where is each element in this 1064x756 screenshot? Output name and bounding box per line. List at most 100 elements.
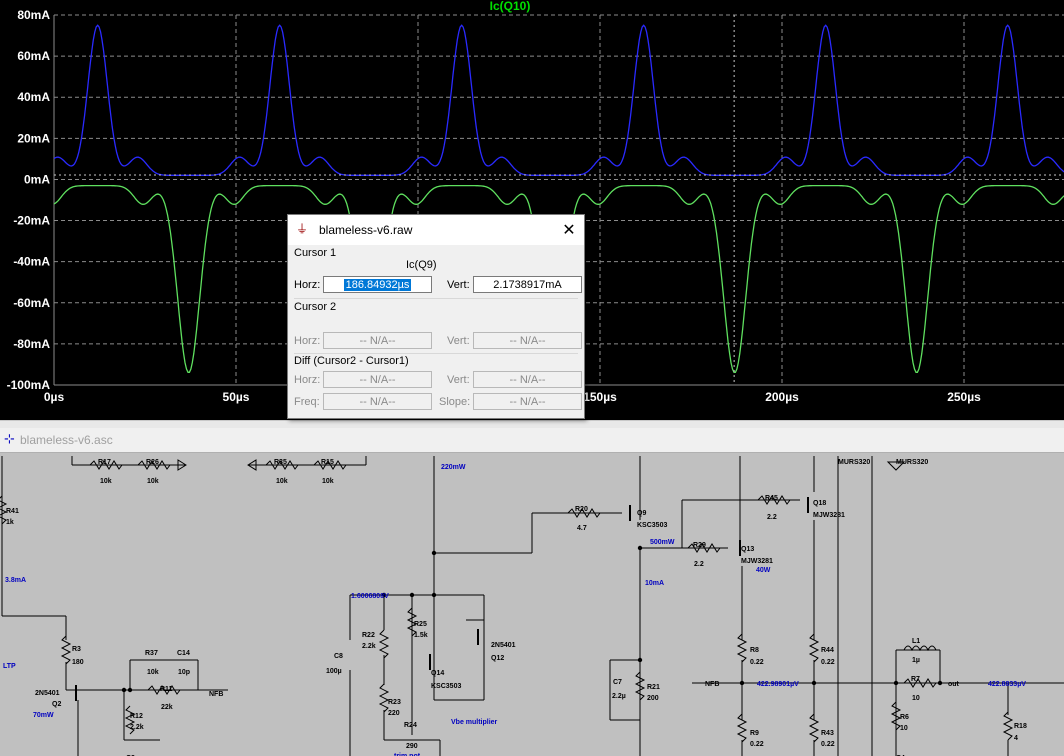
ground-symbol (886, 461, 906, 471)
x-tick-label: 200µs (765, 390, 799, 404)
schematic-label: R35 (274, 459, 287, 466)
diff-horz-field[interactable]: -- N/A-- (323, 371, 432, 388)
pane-splitter[interactable] (0, 420, 1064, 429)
schematic-label: KSC3503 (431, 683, 461, 690)
junction-dot (637, 545, 643, 551)
schematic-label: Q9 (637, 510, 646, 517)
schematic-label: C14 (177, 650, 190, 657)
schematic-label: NFB (705, 681, 719, 688)
x-tick-label: 250µs (947, 390, 981, 404)
schematic-label: MJW3281 (813, 512, 845, 519)
resistor-symbol (89, 460, 123, 470)
junction-dot (409, 592, 415, 598)
diff-vert-field[interactable]: -- N/A-- (473, 371, 582, 388)
schematic-window-title: blameless-v6.asc (20, 433, 113, 447)
series-line-blue (53, 24, 1064, 176)
schematic-label: R24 (404, 722, 417, 729)
schematic-label: 2.2k (362, 643, 376, 650)
schematic-label: R25 (414, 621, 427, 628)
schematic-label: R29 (693, 542, 706, 549)
schematic-label: 10p (178, 669, 190, 676)
schematic-label: 1k (6, 519, 14, 526)
schematic-label: R41 (6, 508, 19, 515)
y-tick-label: 0mA (24, 172, 50, 186)
schematic-label: out (948, 681, 960, 688)
resistor-symbol (634, 671, 646, 701)
schematic-label: MJW3281 (741, 558, 773, 565)
junction-dot (431, 592, 437, 598)
schematic-label: R18 (1014, 723, 1027, 730)
schematic-label: R11 (160, 686, 173, 693)
schematic-label: 220 (388, 710, 400, 717)
resistor-symbol (406, 607, 418, 637)
cursor1-horz-field[interactable]: 186.84932µs (323, 276, 432, 293)
schematic-drawing[interactable]: R1710kR2610kR3510kR1510k220mWR411k3.8mAR… (0, 453, 1064, 756)
cursor1-vert-field[interactable]: 2.1738917mA (473, 276, 582, 293)
schematic-label: R45 (765, 495, 778, 502)
cursor-dialog[interactable]: ⏚ blameless-v6.raw ✕ Cursor 1 Ic(Q9) Hor… (287, 214, 585, 419)
junction-dot (937, 680, 943, 686)
schematic-label: 200 (647, 695, 659, 702)
schematic-label: 290 (406, 743, 418, 750)
ltspice-icon: ⏚ (296, 222, 309, 236)
y-tick-label: 80mA (17, 8, 50, 22)
resistor-symbol (567, 508, 601, 518)
schematic-label: Q14 (431, 670, 444, 677)
diff-group-label: Diff (Cursor2 - Cursor1) (294, 355, 409, 367)
schematic-label: 10k (322, 478, 334, 485)
schematic-label: 4.7 (577, 525, 587, 532)
diff-freq-field[interactable]: -- N/A-- (323, 393, 432, 410)
schematic-label: Q18 (813, 500, 826, 507)
schematic-label: R3 (72, 646, 81, 653)
schematic-label: 22k (161, 704, 173, 711)
schematic-label: 0.22 (821, 659, 835, 666)
cursor2-vert-field[interactable]: -- N/A-- (473, 332, 582, 349)
resistor-symbol (378, 683, 390, 713)
cursor2-horz-field[interactable]: -- N/A-- (323, 332, 432, 349)
schematic-label: Q2 (52, 701, 61, 708)
resistor-symbol (808, 633, 820, 663)
schematic-label: R43 (821, 730, 834, 737)
x-tick-label: 0µs (44, 390, 65, 404)
port-arrow (247, 459, 257, 471)
y-tick-label: 40mA (17, 90, 50, 104)
schematic-window-titlebar[interactable]: ⊹ blameless-v6.asc (0, 428, 1064, 453)
schematic-label: 2.2 (767, 514, 777, 521)
junction-dot (637, 657, 643, 663)
schematic-label: R7 (911, 676, 920, 683)
schematic-label: KSC3503 (637, 522, 667, 529)
schematic-label: 40W (756, 567, 771, 574)
resistor-symbol (736, 633, 748, 663)
diff-slope-field[interactable]: -- N/A-- (473, 393, 582, 410)
schematic-label: R15 (321, 459, 334, 466)
cursor1-trace-name: Ic(Q9) (406, 259, 437, 271)
y-tick-label: -40mA (13, 255, 50, 269)
close-button[interactable]: ✕ (562, 220, 576, 239)
inductor-symbol (903, 645, 937, 652)
junction-dot (811, 680, 817, 686)
junction-dot (893, 680, 899, 686)
junction-dot (739, 680, 745, 686)
schematic-label: Vbe multiplier (451, 719, 498, 726)
schematic-label: 1µ (912, 657, 920, 664)
schematic-label: MURS320 (896, 459, 928, 466)
schematic-label: R22 (362, 632, 375, 639)
diff-slope-label: Slope: (439, 396, 471, 408)
resistor-symbol (757, 495, 791, 505)
schematic-label: 10k (147, 669, 159, 676)
schematic-label: 10k (276, 478, 288, 485)
schematic-label: 500mW (650, 539, 675, 546)
schematic-label: 2N5401 (35, 690, 60, 697)
schematic-label: 10mA (645, 580, 664, 587)
schematic-label: R23 (388, 699, 401, 706)
resistor-symbol (378, 629, 390, 659)
junction-dot (431, 550, 437, 556)
dialog-titlebar[interactable]: ⏚ blameless-v6.raw ✕ (288, 215, 584, 245)
schematic-label: Q13 (741, 546, 754, 553)
schematic-label: 10k (147, 478, 159, 485)
resistor-symbol (265, 460, 299, 470)
y-tick-label: 20mA (17, 131, 50, 145)
y-tick-label: 60mA (17, 49, 50, 63)
schematic-label: 4 (1014, 735, 1018, 742)
